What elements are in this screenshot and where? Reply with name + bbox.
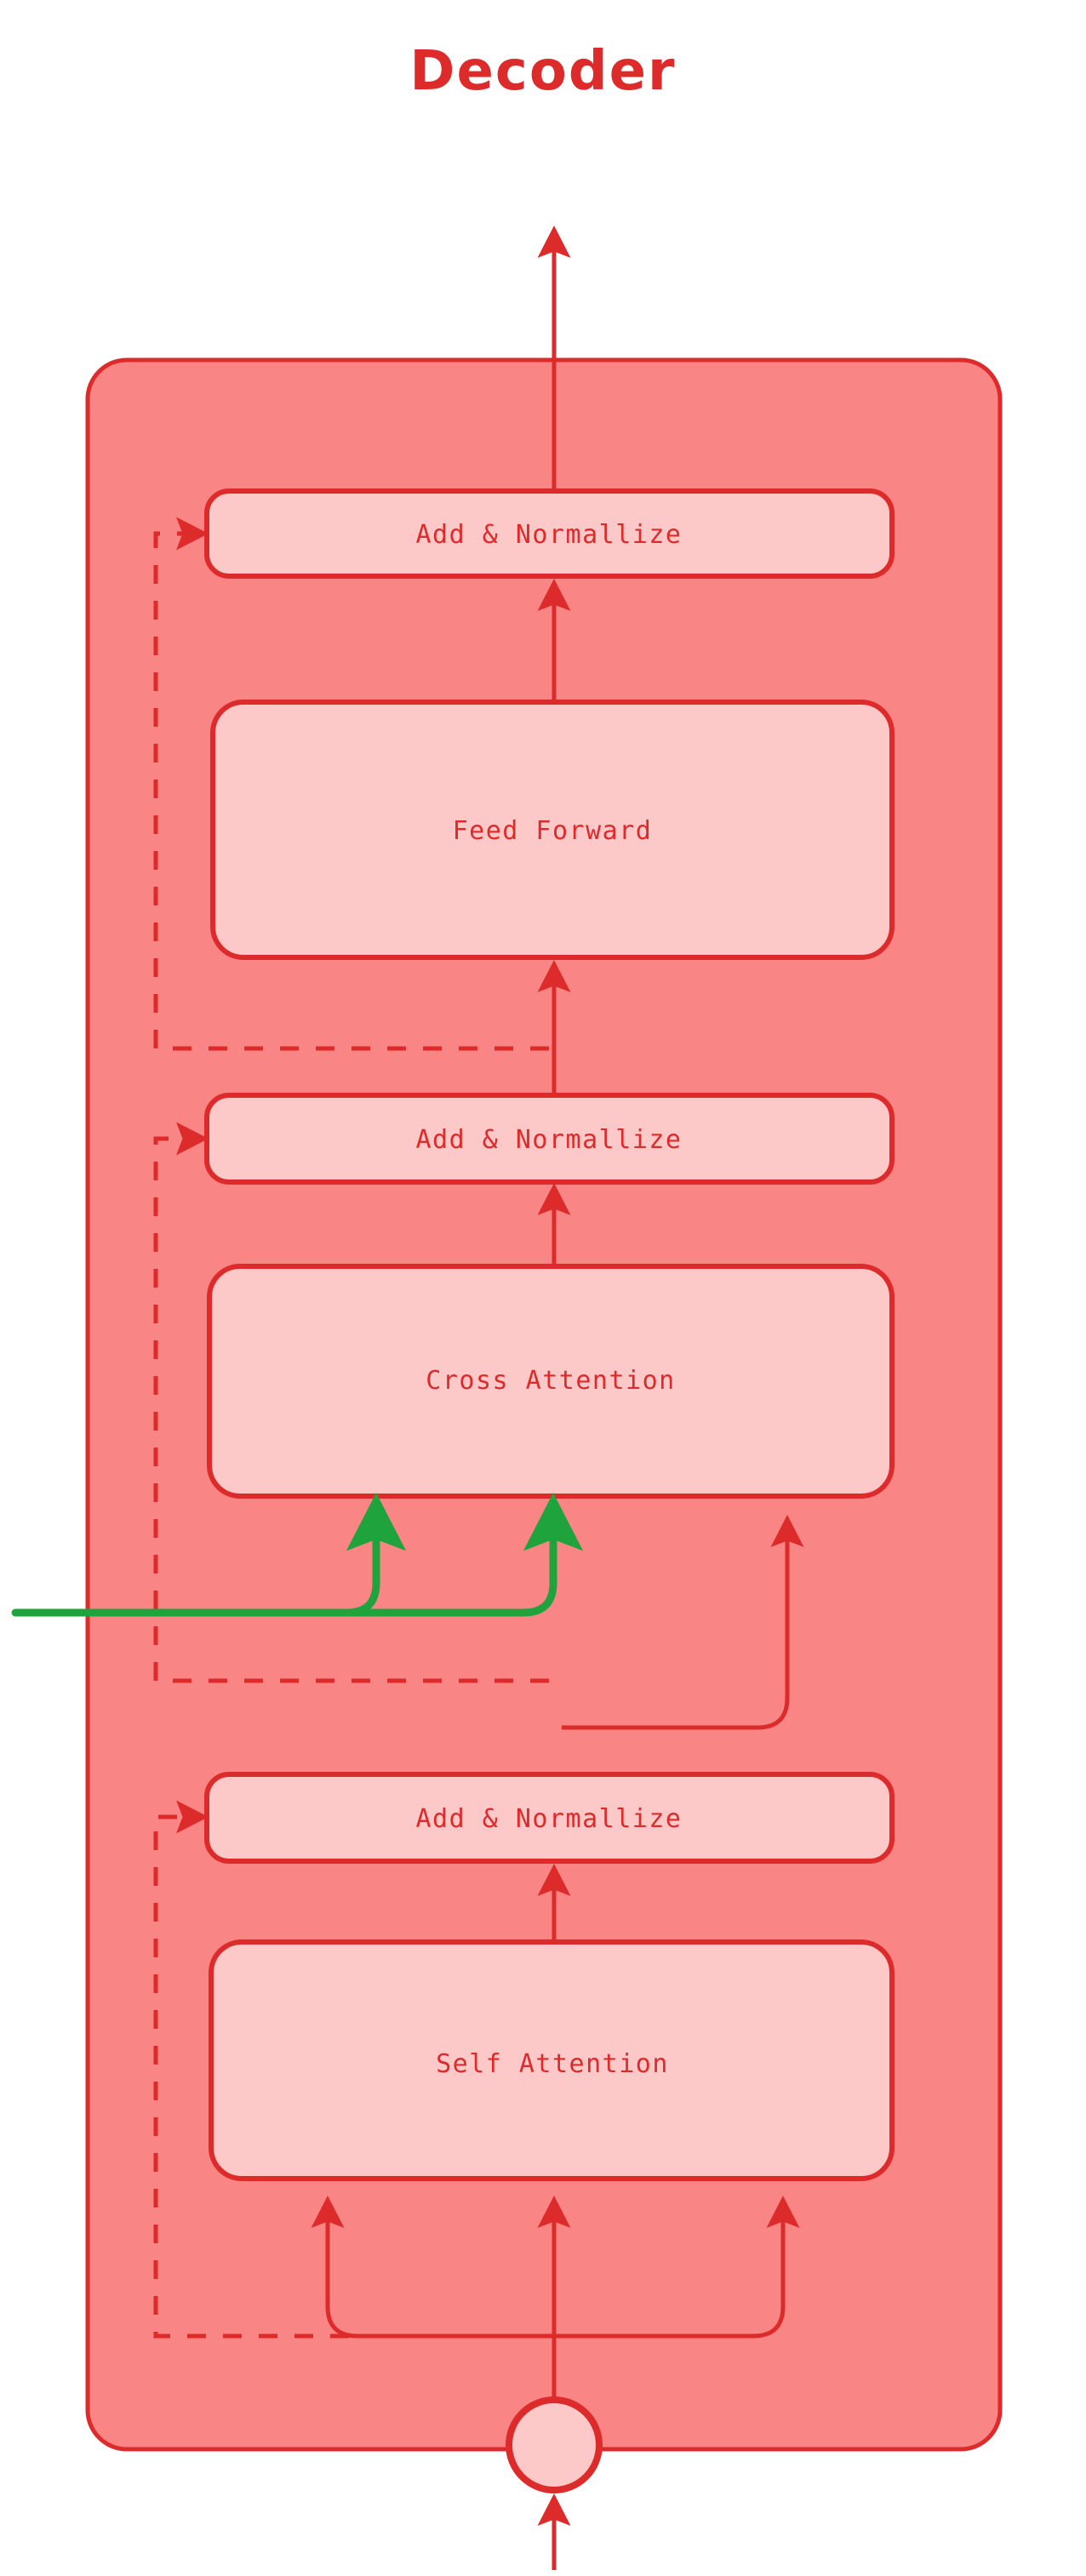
residual-connection-cross-attention — [153, 1122, 549, 1683]
page-title: Decoder — [409, 40, 676, 103]
arrow-qkv-right — [554, 2195, 800, 2339]
residual-connection-feedforward — [153, 517, 549, 1051]
residual-connection-self-attention — [153, 1800, 528, 2339]
arrow-query-to-crossattention — [562, 1514, 804, 1730]
block-add-norm-middle-label: Add & Normallize — [416, 1125, 683, 1155]
block-feed-forward-label: Feed Forward — [453, 816, 653, 846]
block-cross-attention-label: Cross Attention — [426, 1366, 675, 1396]
block-feed-forward[interactable] — [210, 700, 895, 960]
arrow-qkv-left — [311, 2195, 554, 2339]
block-self-attention[interactable] — [209, 1939, 895, 2181]
input-sum-node[interactable] — [506, 2396, 603, 2493]
block-add-norm-top-label: Add & Normallize — [416, 520, 683, 550]
block-add-norm-bottom-label: Add & Normallize — [416, 1804, 683, 1834]
encoder-value-connection — [336, 1492, 584, 1617]
block-self-attention-label: Self Attention — [436, 2049, 669, 2079]
